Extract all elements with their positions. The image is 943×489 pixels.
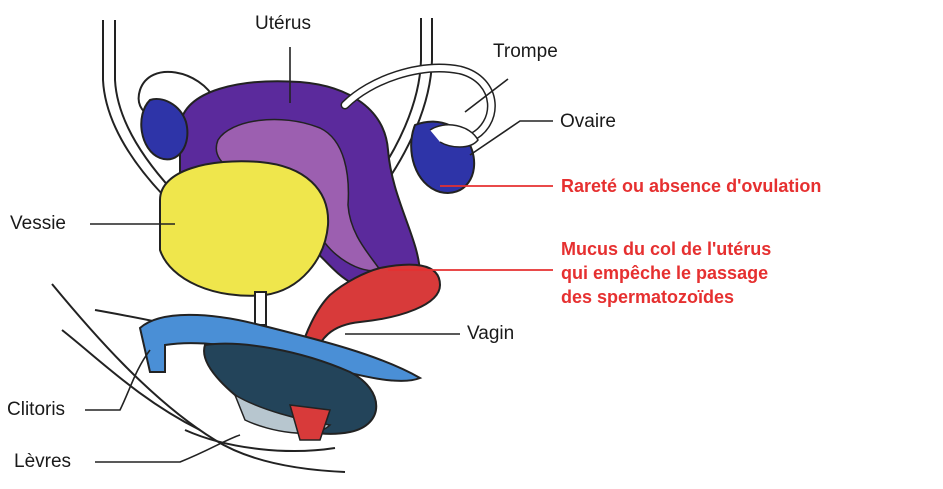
uterus-label: Utérus (255, 13, 311, 35)
mucus-annotation-line3: des spermatozoïdes (561, 286, 734, 308)
bladder-label: Vessie (10, 213, 66, 235)
mucus-annotation-line1: Mucus du col de l'utérus (561, 238, 771, 260)
tube-label: Trompe (493, 41, 558, 63)
mucus-annotation-line2: qui empêche le passage (561, 262, 768, 284)
vagina-label: Vagin (467, 323, 514, 345)
labia-label: Lèvres (14, 451, 71, 473)
bladder-shape (160, 161, 328, 296)
urethra-shape (255, 292, 266, 325)
ovary-label: Ovaire (560, 111, 616, 133)
ovulation-annotation: Rareté ou absence d'ovulation (561, 175, 821, 197)
clitoris-label: Clitoris (7, 399, 65, 421)
